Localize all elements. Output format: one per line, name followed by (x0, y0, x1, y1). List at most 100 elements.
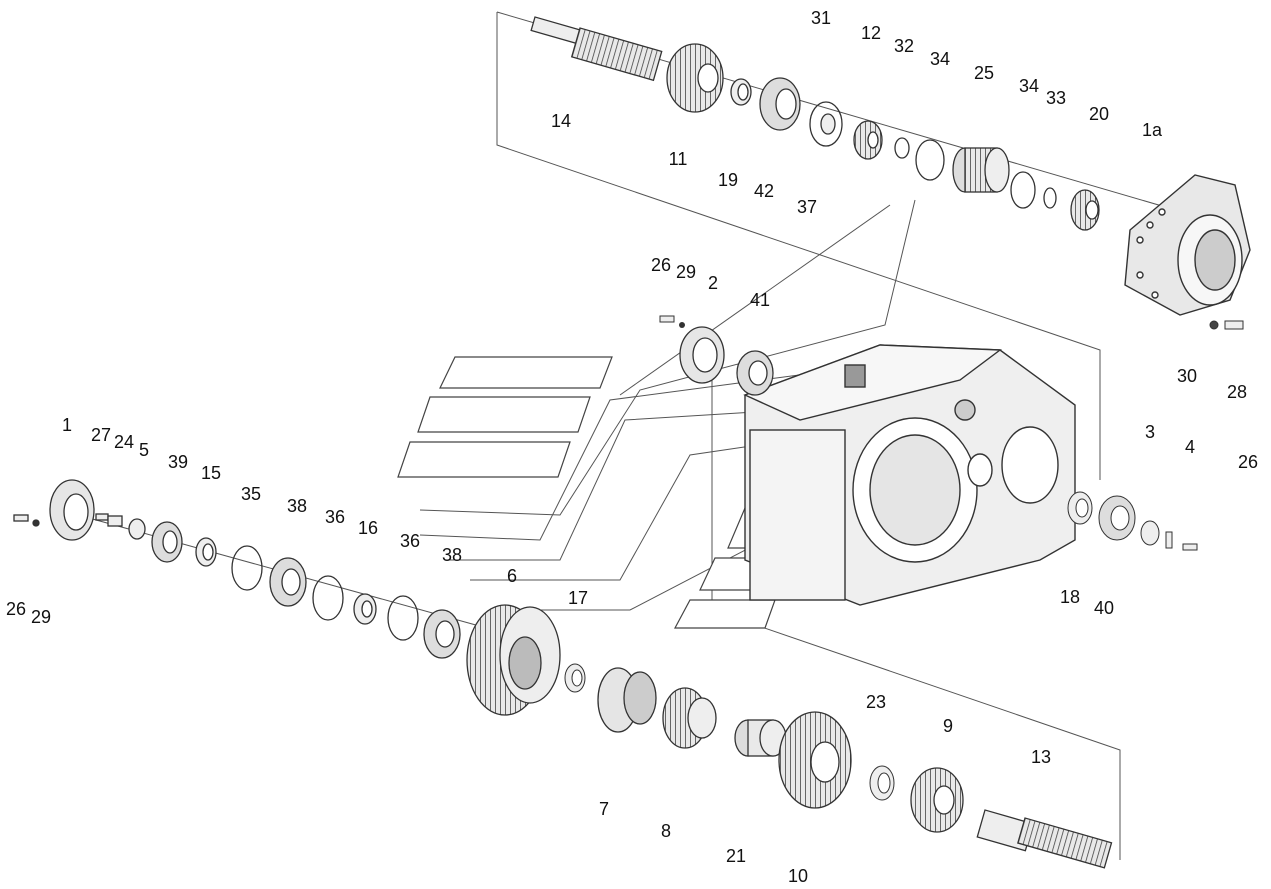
label-5: 5 (138, 440, 150, 460)
label-18: 18 (1059, 587, 1081, 607)
part-4-lock-plate[interactable] (1165, 531, 1173, 549)
part-33-ring[interactable] (1043, 187, 1057, 209)
part-38-bearing-b[interactable] (423, 609, 461, 659)
label-27: 27 (90, 425, 112, 445)
label-38-b: 38 (441, 545, 463, 565)
part-29-washer-left[interactable] (32, 519, 40, 527)
label-33: 33 (1045, 88, 1067, 108)
part-19-washer[interactable] (730, 78, 752, 106)
label-36-a: 36 (324, 507, 346, 527)
part-18-washer[interactable] (1067, 491, 1093, 525)
part-34-circlip-a[interactable] (915, 139, 945, 181)
top-row-parts (666, 43, 1100, 231)
part-8-hub[interactable] (662, 687, 717, 749)
part-38-bearing-a[interactable] (269, 557, 307, 607)
part-2-flange[interactable] (679, 326, 725, 384)
label-14: 14 (550, 111, 572, 131)
part-20-gear[interactable] (1070, 189, 1100, 231)
part-24-plate[interactable] (107, 515, 123, 527)
part-37-circlip[interactable] (809, 101, 843, 147)
label-10: 10 (787, 866, 809, 886)
label-16: 16 (357, 518, 379, 538)
label-23: 23 (865, 692, 887, 712)
part-41-bearing[interactable] (736, 350, 774, 396)
label-34-b: 34 (1018, 76, 1040, 96)
label-4: 4 (1184, 437, 1196, 457)
label-11: 11 (668, 149, 688, 169)
label-29-top: 29 (675, 262, 697, 282)
part-13-shaft[interactable] (976, 809, 1113, 869)
left-row-parts (13, 479, 461, 659)
part-32-ring[interactable] (894, 137, 910, 159)
part-11-gear[interactable] (666, 43, 724, 113)
label-32: 32 (893, 36, 915, 56)
label-35: 35 (240, 484, 262, 504)
part-17-ring[interactable] (564, 663, 586, 693)
part-40-bearing[interactable] (1098, 495, 1136, 541)
label-34-a: 34 (929, 49, 951, 69)
part-9-gear[interactable] (910, 767, 964, 833)
gearbox-housing[interactable] (743, 344, 1076, 606)
part-16-ring[interactable] (353, 593, 377, 625)
part-5-plate[interactable] (128, 518, 146, 540)
label-8: 8 (660, 821, 672, 841)
part-6-gear[interactable] (466, 604, 561, 716)
label-13: 13 (1030, 747, 1052, 767)
part-30-washer[interactable] (1209, 320, 1219, 330)
part-21-bushing[interactable] (734, 719, 787, 757)
label-29-left: 29 (30, 607, 52, 627)
label-12: 12 (860, 23, 882, 43)
part-36-circlip-b[interactable] (387, 595, 419, 641)
label-38-a: 38 (286, 496, 308, 516)
label-40: 40 (1093, 598, 1115, 618)
label-15: 15 (200, 463, 222, 483)
part-25-needle-bearing[interactable] (952, 147, 1010, 193)
label-1a: 1а (1141, 120, 1163, 140)
label-7: 7 (598, 799, 610, 819)
label-41: 41 (749, 290, 771, 310)
label-26-right: 26 (1237, 452, 1259, 472)
part-28-bolt[interactable] (1224, 320, 1244, 330)
label-25: 25 (973, 63, 995, 83)
part-29-washer-top[interactable] (679, 322, 685, 328)
part-39-bearing[interactable] (151, 521, 183, 563)
part-36-circlip-a[interactable] (312, 575, 344, 621)
part-35-circlip[interactable] (231, 545, 263, 591)
label-1: 1 (61, 415, 73, 435)
label-26-top: 26 (650, 255, 672, 275)
part-14-shaft[interactable] (530, 16, 663, 82)
label-39: 39 (167, 452, 189, 472)
label-3: 3 (1144, 422, 1156, 442)
part-15-ring[interactable] (195, 537, 217, 567)
label-28: 28 (1226, 382, 1248, 402)
part-1-cover[interactable] (49, 479, 95, 541)
label-20: 20 (1088, 104, 1110, 124)
part-1a-cover[interactable] (1124, 174, 1251, 316)
label-17: 17 (567, 588, 589, 608)
label-26-left: 26 (5, 599, 27, 619)
part-27-bolt[interactable] (95, 513, 109, 521)
label-31: 31 (810, 8, 832, 28)
part-26-bolt-right[interactable] (1182, 543, 1198, 551)
label-9: 9 (942, 716, 954, 736)
part-12-gear[interactable] (853, 120, 883, 160)
part-7-sleeve[interactable] (597, 667, 657, 733)
part-10-gear[interactable] (778, 711, 852, 809)
part-23-ring[interactable] (869, 765, 895, 801)
part-42-bearing[interactable] (759, 77, 801, 131)
label-42: 42 (753, 181, 775, 201)
part-26-bolt-top[interactable] (659, 315, 675, 323)
label-36-b: 36 (399, 531, 421, 551)
label-37: 37 (796, 197, 818, 217)
part-3-plate[interactable] (1140, 520, 1160, 546)
label-6: 6 (506, 566, 518, 586)
label-21: 21 (725, 846, 747, 866)
part-26-bolt-left[interactable] (13, 514, 29, 522)
label-24: 24 (113, 432, 135, 452)
label-30: 30 (1176, 366, 1198, 386)
label-19: 19 (717, 170, 739, 190)
label-2: 2 (707, 273, 719, 293)
part-34-circlip-b[interactable] (1010, 171, 1036, 209)
